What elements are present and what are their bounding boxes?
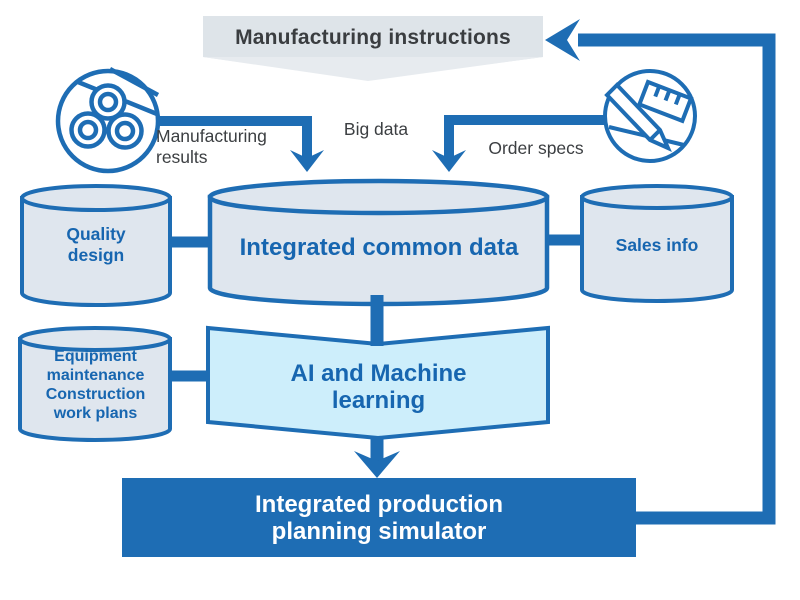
pencil-ruler-icon [603, 69, 697, 163]
manufacturing-results-line1: Manufacturing [156, 126, 267, 146]
production-planning-simulator-box [122, 478, 636, 557]
sales-info-label: Sales info [615, 235, 699, 255]
integrated-common-data-cylinder [207, 178, 550, 307]
feedback-arrowhead-icon [545, 19, 580, 61]
equipment-maintenance-cylinder [18, 326, 172, 442]
order-specs-arrow [432, 115, 608, 172]
big-data-label: Big data [343, 119, 409, 139]
manufacturing-results-line2: results [156, 147, 208, 167]
simulator-label-line1: Integrated production [255, 491, 503, 518]
feedback-loop-arrow [545, 19, 776, 525]
equipment-line3: Construction [45, 386, 146, 403]
equipment-maintenance-label: Equipment maintenance Construction work … [35, 347, 156, 423]
ai-label-line1: AI and Machine [290, 360, 467, 387]
ai-to-simulator-arrow [354, 436, 400, 478]
quality-design-line1: Quality [66, 224, 126, 244]
manufacturing-results-label: Manufacturing results [156, 126, 326, 168]
order-specs-label: Order specs [488, 138, 584, 158]
ai-machine-learning-label: AI and Machine learning [238, 360, 519, 414]
simulator-label-line2: planning simulator [271, 518, 487, 545]
quality-design-label: Quality design [36, 224, 156, 266]
steel-coils-icon [55, 67, 161, 174]
equipment-line2: maintenance [46, 367, 145, 384]
quality-design-line2: design [67, 245, 125, 265]
ai-label-line2: learning [331, 387, 426, 414]
sales-info-cylinder [580, 184, 734, 303]
integrated-common-data-label: Integrated common data [239, 234, 519, 261]
banner-label: Manufacturing instructions [235, 26, 511, 49]
equipment-line4: work plans [53, 405, 138, 422]
manufacturing-results-arrow [150, 116, 324, 172]
manufacturing-instructions-banner-shape [203, 16, 543, 81]
equipment-line1: Equipment [54, 348, 137, 365]
quality-design-cylinder [20, 184, 172, 307]
simulator-label: Integrated production planning simulator [122, 491, 636, 545]
